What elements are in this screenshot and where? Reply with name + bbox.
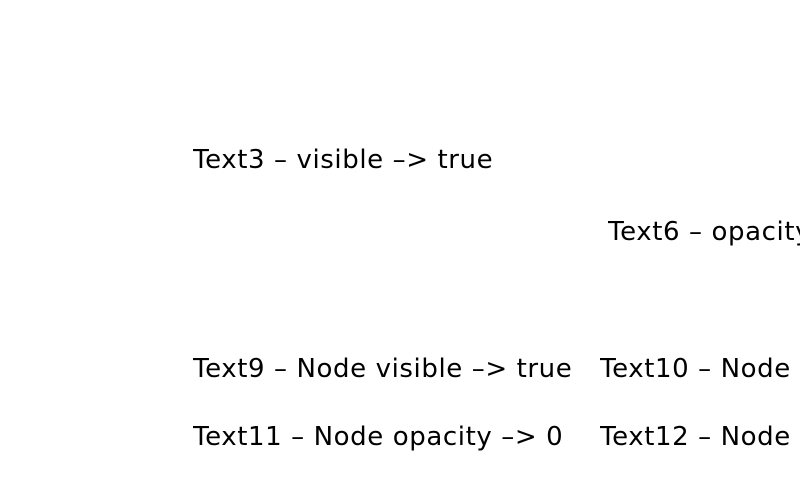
- text-run-text12-content: Text12 – Node opacity: [600, 422, 800, 452]
- text-run-text9-content: Text9 – Node visible –> true: [193, 354, 573, 384]
- text-run-text3-content: Text3 – visible –> true: [193, 145, 494, 175]
- text-run-text9: Text9 – Node visible –> true: [193, 353, 600, 389]
- text-run-text6: Text6 – opacity: [608, 216, 800, 252]
- text-run-text11-content: Text11 – Node opacity –> 0: [193, 422, 564, 452]
- text-run-text6-content: Text6 – opacity: [608, 217, 800, 247]
- text-run-text3: Text3 – visible –> true: [193, 144, 593, 180]
- text-run-text11: Text11 – Node opacity –> 0: [193, 421, 600, 457]
- text-run-text10-content: Text10 – Node visible: [600, 354, 800, 384]
- text-run-text12: Text12 – Node opacity: [600, 421, 800, 457]
- text-run-text10: Text10 – Node visible: [600, 353, 800, 389]
